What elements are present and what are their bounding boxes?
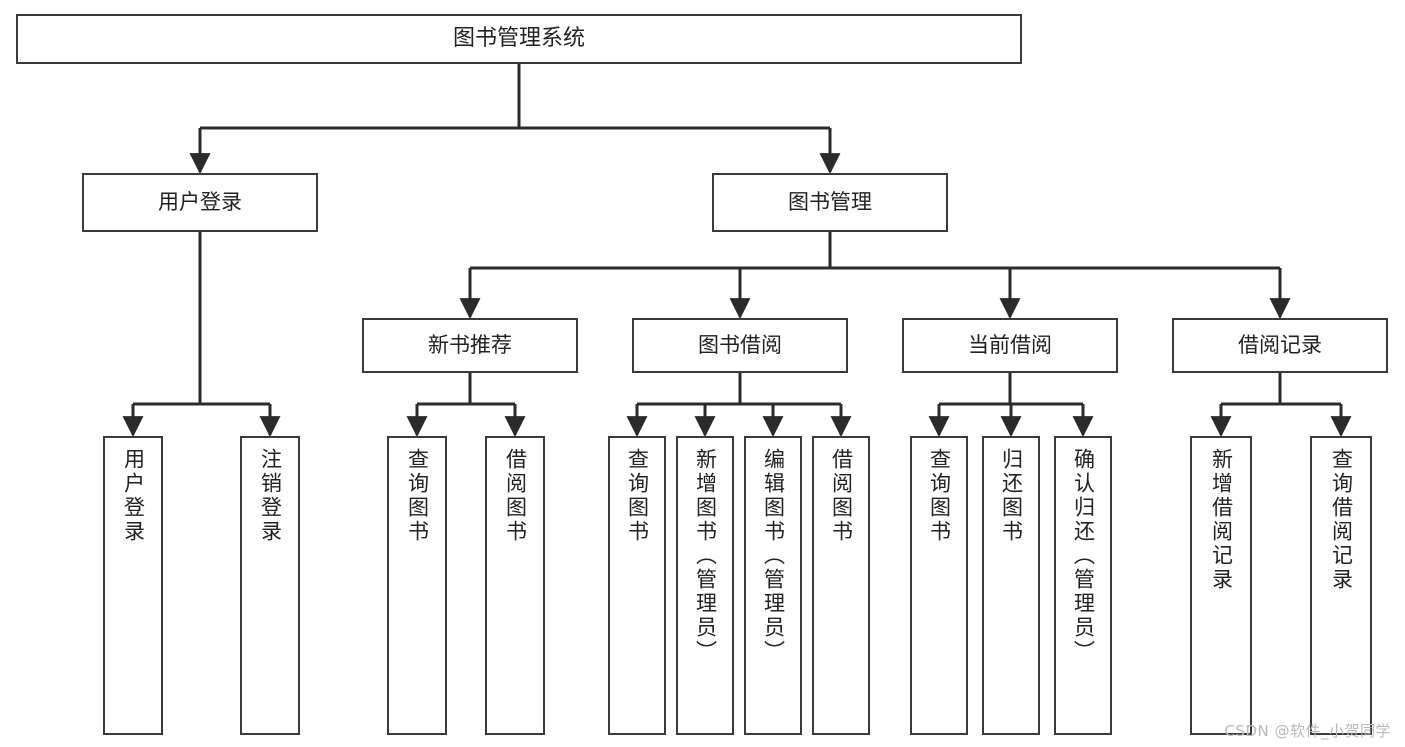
node-borrow-record[interactable]: 借阅记录: [1172, 318, 1388, 373]
node-new-book-rec[interactable]: 新书推荐: [362, 318, 578, 373]
connector-bus: [200, 64, 830, 130]
node-root-root[interactable]: 图书管理系统: [16, 14, 1022, 64]
node-label: 图书管理系统: [452, 26, 585, 52]
node-label: 查询图书: [927, 448, 952, 544]
node-leaf-add-book-admin[interactable]: 新增图书（管理员）: [676, 436, 734, 735]
connector-bus: [417, 373, 515, 406]
node-leaf-return-book[interactable]: 归还图书: [982, 436, 1040, 735]
node-leaf-user-login[interactable]: 用户登录: [103, 436, 163, 735]
node-label: 用户登录: [158, 190, 242, 215]
node-label: 查询图书: [405, 448, 430, 544]
node-leaf-user-logout[interactable]: 注销登录: [240, 436, 300, 735]
node-label: 注销登录: [258, 448, 283, 544]
node-label: 新增图书（管理员）: [693, 448, 718, 664]
node-label: 查询图书: [625, 448, 650, 544]
node-label: 用户登录: [121, 448, 146, 544]
node-label: 查询借阅记录: [1329, 448, 1354, 592]
node-user-login[interactable]: 用户登录: [82, 173, 318, 232]
node-leaf-query-book-cur[interactable]: 查询图书: [910, 436, 968, 735]
node-label: 图书管理: [788, 190, 872, 215]
node-label: 借阅图书: [829, 448, 854, 544]
node-leaf-query-book-borrow[interactable]: 查询图书: [608, 436, 666, 735]
node-book-borrow[interactable]: 图书借阅: [632, 318, 848, 373]
node-label: 借阅图书: [503, 448, 528, 544]
node-leaf-query-borrow-record[interactable]: 查询借阅记录: [1310, 436, 1372, 735]
node-leaf-edit-book-admin[interactable]: 编辑图书（管理员）: [744, 436, 802, 735]
node-current-borrow[interactable]: 当前借阅: [902, 318, 1118, 373]
node-label: 新增借阅记录: [1209, 448, 1234, 592]
watermark-text: CSDN @软件_小贺同学: [1224, 722, 1391, 740]
connector-bus: [939, 373, 1083, 406]
node-leaf-add-borrow-record[interactable]: 新增借阅记录: [1190, 436, 1252, 735]
node-leaf-borrow-book-rec[interactable]: 借阅图书: [485, 436, 545, 735]
node-label: 归还图书: [999, 448, 1024, 544]
node-book-manage[interactable]: 图书管理: [712, 173, 948, 232]
node-label: 确认归还（管理员）: [1071, 448, 1096, 664]
node-leaf-query-book-rec[interactable]: 查询图书: [387, 436, 447, 735]
node-label: 当前借阅: [968, 333, 1052, 358]
connector-bus: [1221, 373, 1341, 406]
node-label: 图书借阅: [698, 333, 782, 358]
node-leaf-borrow-book[interactable]: 借阅图书: [812, 436, 870, 735]
connector-bus: [133, 232, 270, 406]
node-label: 编辑图书（管理员）: [761, 448, 786, 664]
node-label: 新书推荐: [428, 333, 512, 358]
connector-bus: [470, 232, 1280, 270]
node-label: 借阅记录: [1238, 333, 1322, 358]
node-leaf-confirm-return-admin[interactable]: 确认归还（管理员）: [1054, 436, 1112, 735]
connector-bus: [637, 373, 841, 406]
